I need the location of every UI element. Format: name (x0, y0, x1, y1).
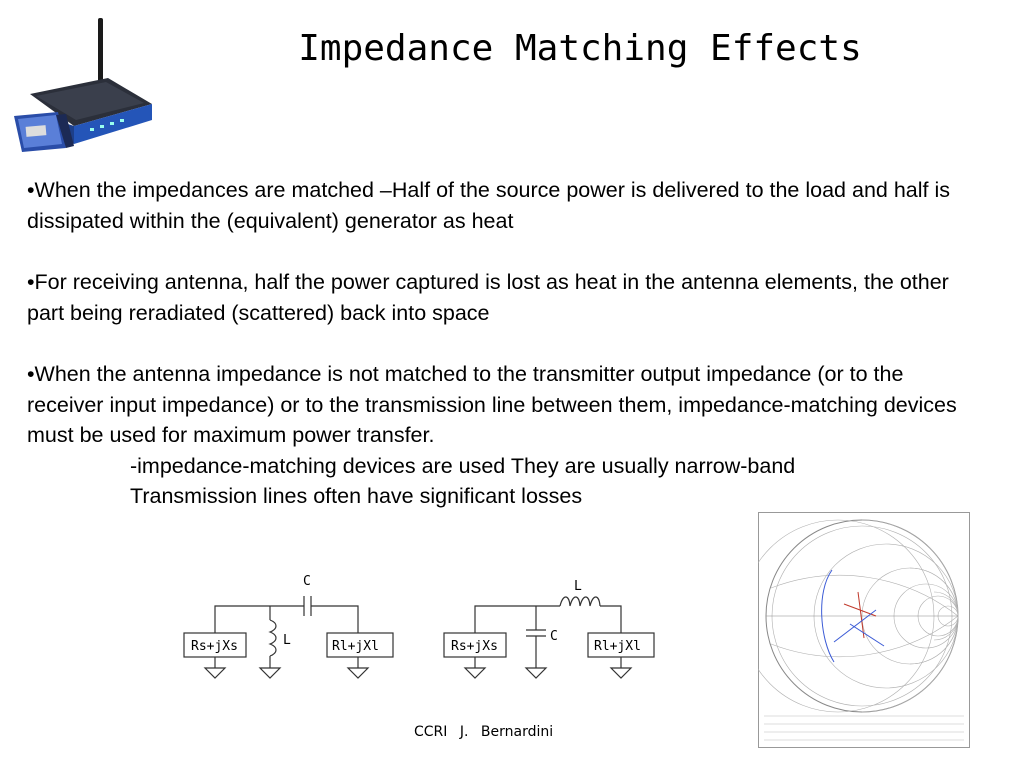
right-series-inductor-label: L (574, 579, 582, 594)
left-source-label: Rs+jXs (191, 639, 238, 654)
slide-title: Impedance Matching Effects (298, 28, 862, 69)
slide-footer: CCRI J. Bernardini (414, 724, 554, 740)
bullet-matched-impedances: •When the impedances are matched –Half o… (27, 178, 950, 233)
left-load-label: Rl+jXl (332, 639, 379, 654)
right-shunt-capacitor-label: C (550, 629, 558, 644)
bullet-not-matched: •When the antenna impedance is not match… (27, 362, 957, 447)
right-source-label: Rs+jXs (451, 639, 498, 654)
wireless-router-icon (14, 18, 152, 152)
right-load-label: Rl+jXl (594, 639, 641, 654)
sub-line-matching-devices: -impedance-matching devices are used The… (130, 453, 796, 478)
matching-network-diagram: Rs+jXs C L Rl+jXl Rs+jXs L C Rl+jXl (183, 574, 655, 679)
sub-line-transmission-losses: Transmission lines often have significan… (130, 484, 583, 508)
slide-body: •When the impedances are matched –Half o… (27, 175, 977, 512)
smith-chart-image (758, 512, 970, 748)
bullet-receiving-antenna: •For receiving antenna, half the power c… (27, 270, 949, 325)
left-series-capacitor-label: C (303, 574, 311, 589)
left-shunt-inductor-label: L (283, 633, 291, 648)
